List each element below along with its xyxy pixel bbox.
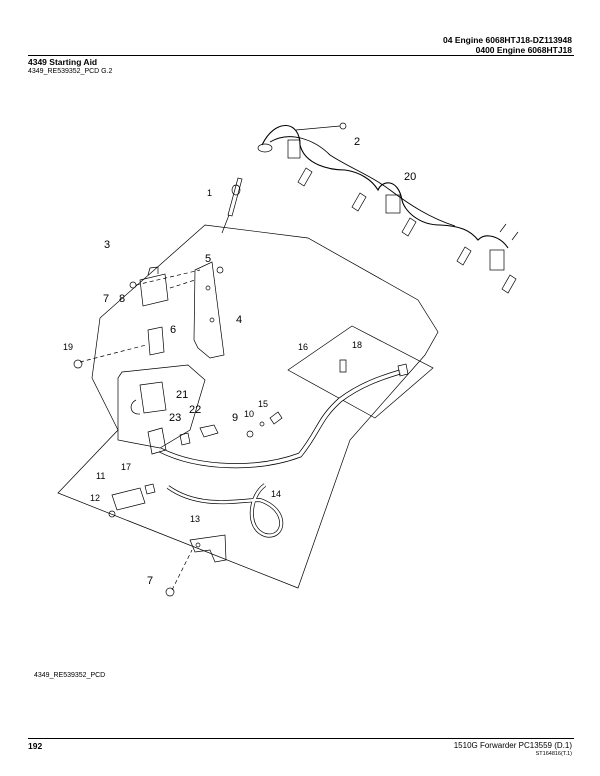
callout-16: 16 [298,342,308,352]
callout-13: 13 [190,514,200,524]
callout-12: 12 [90,493,100,503]
header-rule [28,55,574,56]
callout-3: 3 [104,239,110,251]
callout-11: 11 [96,471,105,481]
section-title: 4349 Starting Aid [28,57,98,67]
callout-9: 9 [232,412,238,424]
component-11 [111,487,146,511]
callout-15: 15 [258,399,268,409]
callout-7b: 7 [147,575,153,587]
callout-8: 8 [119,293,125,305]
callout-20: 20 [404,171,416,183]
relay-8 [139,273,169,307]
footer-rule [28,738,574,739]
header-engine-group: 0400 Engine 6068HTJ18 [475,45,572,55]
cable-14 [166,483,284,538]
callout-4: 4 [236,314,242,326]
header-engine-model: 04 Engine 6068HTJ18-DZ113948 [443,35,572,45]
callout-14: 14 [271,489,281,499]
figure-reference-bottom: 4349_RE539352_PCD [34,672,106,679]
callout-18: 18 [352,340,362,350]
glow-plug [227,177,243,217]
callout-10: 10 [244,409,254,419]
component-21 [139,381,167,414]
callout-5: 5 [205,253,211,265]
footer-document-id: 1510G Forwarder PC13559 (D.1) [453,741,572,750]
subassembly-outline-16 [287,325,434,419]
footer-code: ST164816(T.1) [535,751,572,757]
subassembly-outline-21 [117,364,206,449]
callout-6: 6 [170,324,176,336]
connector-6 [147,326,165,356]
page-number: 192 [28,741,43,751]
callout-17: 17 [121,462,131,472]
assembly-outline [57,224,439,589]
callout-23: 23 [169,412,181,424]
callout-1: 1 [207,188,212,198]
bracket-4 [193,261,225,359]
callout-22: 22 [189,404,201,416]
figure-reference-top: 4349_RE539352_PCD G.2 [28,68,113,75]
callout-21: 21 [176,389,188,401]
callout-2: 2 [354,136,360,148]
bracket-13 [189,534,227,563]
callout-7a: 7 [103,293,109,305]
callout-19: 19 [63,342,73,352]
